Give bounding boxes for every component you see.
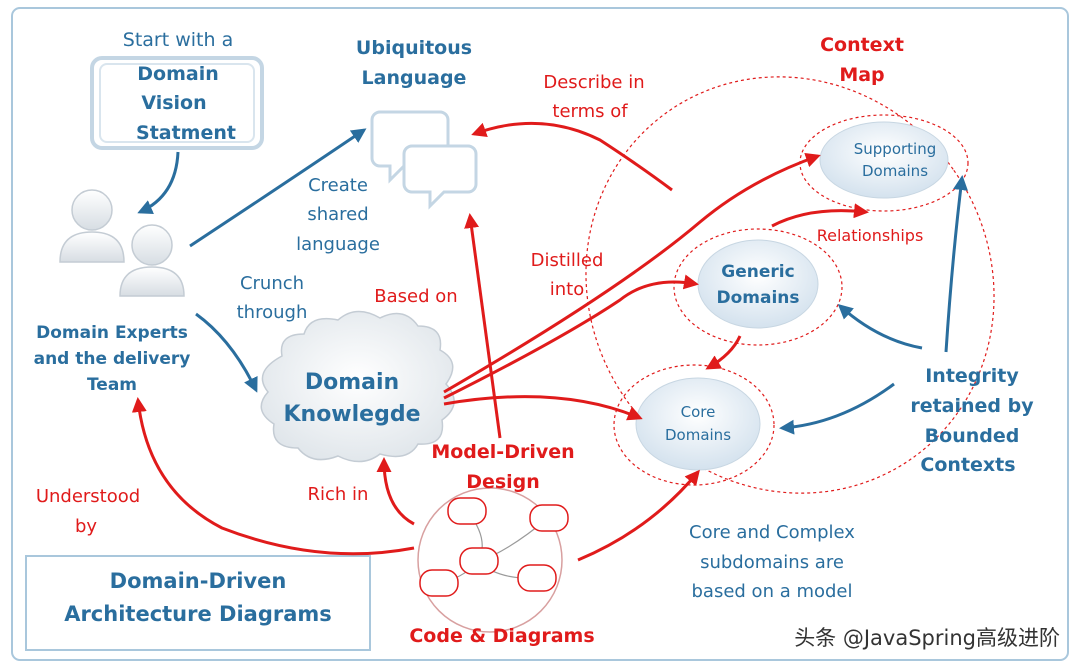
generic-line-1: Generic xyxy=(721,262,794,282)
model-diagram-icon xyxy=(417,487,569,633)
arrow-vision-to-experts xyxy=(137,151,180,214)
integrity-line-2: retained by xyxy=(910,395,1034,417)
arrow-knowledge-to-core xyxy=(443,395,643,421)
arrow-integrity-to-generic xyxy=(837,304,923,350)
mdd-line-1: Model-Driven xyxy=(431,441,574,463)
vision-statement-box xyxy=(90,56,264,150)
relationships-label: Relationships xyxy=(817,226,924,245)
code-diagrams-text: Code & Diagrams xyxy=(409,625,594,647)
crunch-label-2: through xyxy=(237,302,308,323)
integrity-line-3: Bounded xyxy=(925,425,1020,447)
integrity-line-4: Contexts xyxy=(920,454,1015,476)
create-label-2: shared xyxy=(307,204,368,225)
rich-in-label: Rich in xyxy=(308,484,369,505)
understood-label-2: by xyxy=(75,516,97,537)
arrow-integrity-to-supporting xyxy=(944,175,968,353)
vision-line-1: Domain xyxy=(137,63,218,85)
arrow-distilled-to-supporting xyxy=(443,152,821,394)
outer-frame xyxy=(11,7,1069,661)
distilled-label-1: Distilled xyxy=(531,250,604,271)
context-map-line-2: Map xyxy=(839,64,884,86)
arrow-understood-by xyxy=(131,397,415,556)
arrow-relationships xyxy=(771,203,869,228)
knowledge-line-1: Domain xyxy=(305,370,399,395)
core-complex-label-2: subdomains are xyxy=(700,552,844,573)
experts-line-1: Domain Experts xyxy=(36,323,188,343)
arrow-crunch-through xyxy=(195,312,258,393)
speech-bubbles-icon xyxy=(370,110,478,210)
core-line-2: Domains xyxy=(665,426,731,444)
arrow-distilled-to-generic xyxy=(443,274,699,400)
arrow-generic-to-core xyxy=(705,335,742,370)
create-label-3: language xyxy=(296,234,380,255)
people-icon xyxy=(59,189,185,297)
integrity-line-1: Integrity xyxy=(925,365,1019,387)
arrow-based-on xyxy=(464,213,502,439)
core-line-1: Core xyxy=(681,403,716,421)
core-domains-oval xyxy=(635,377,761,471)
generic-domains-boundary xyxy=(673,228,843,346)
vision-line-2: Vision xyxy=(141,92,206,114)
cloud-icon xyxy=(260,310,455,463)
core-complex-label-1: Core and Complex xyxy=(689,522,855,543)
core-complex-label-3: based on a model xyxy=(692,581,853,602)
ubiquitous-line-1: Ubiquitous xyxy=(356,37,472,59)
arrow-rich-in xyxy=(376,457,415,526)
watermark-text: 头条 @JavaSpring高级进阶 xyxy=(794,626,1060,650)
generic-line-2: Domains xyxy=(716,288,799,308)
generic-domains-oval xyxy=(697,239,819,329)
title-box xyxy=(25,555,371,651)
vision-statement-inner xyxy=(99,63,255,143)
supporting-line-2: Domains xyxy=(862,162,928,180)
based-on-label: Based on xyxy=(374,286,457,307)
context-map-line-1: Context xyxy=(820,34,904,56)
supporting-domains-oval xyxy=(819,121,949,199)
knowledge-line-2: Knowlegde xyxy=(283,402,420,427)
mdd-line-2: Design xyxy=(466,471,540,493)
crunch-label-1: Crunch xyxy=(240,273,304,294)
experts-line-2: and the delivery xyxy=(34,349,191,369)
distilled-label-2: into xyxy=(550,279,584,300)
arrow-create-shared-language xyxy=(189,128,367,248)
watermark-text-fill: 头条 @JavaSpring高级进阶 xyxy=(794,626,1060,650)
title-line-1: Domain-Driven xyxy=(110,569,287,593)
ubiquitous-line-2: Language xyxy=(362,67,467,89)
describe-label-2: terms of xyxy=(552,101,628,122)
arrow-integrity-to-core xyxy=(779,382,895,435)
vision-line-3: Statment xyxy=(136,122,236,144)
experts-line-3: Team xyxy=(87,375,137,395)
arrow-describe-in-terms-of xyxy=(471,121,673,192)
understood-label-1: Understood xyxy=(36,486,140,507)
arrow-core-complex xyxy=(577,469,700,562)
start-with-a-text: Start with a xyxy=(123,29,233,51)
describe-label-1: Describe in xyxy=(543,72,644,93)
create-label-1: Create xyxy=(308,175,368,196)
supporting-line-1: Supporting xyxy=(854,140,937,158)
title-line-2: Architecture Diagrams xyxy=(64,602,332,626)
context-map-boundary xyxy=(585,76,995,494)
